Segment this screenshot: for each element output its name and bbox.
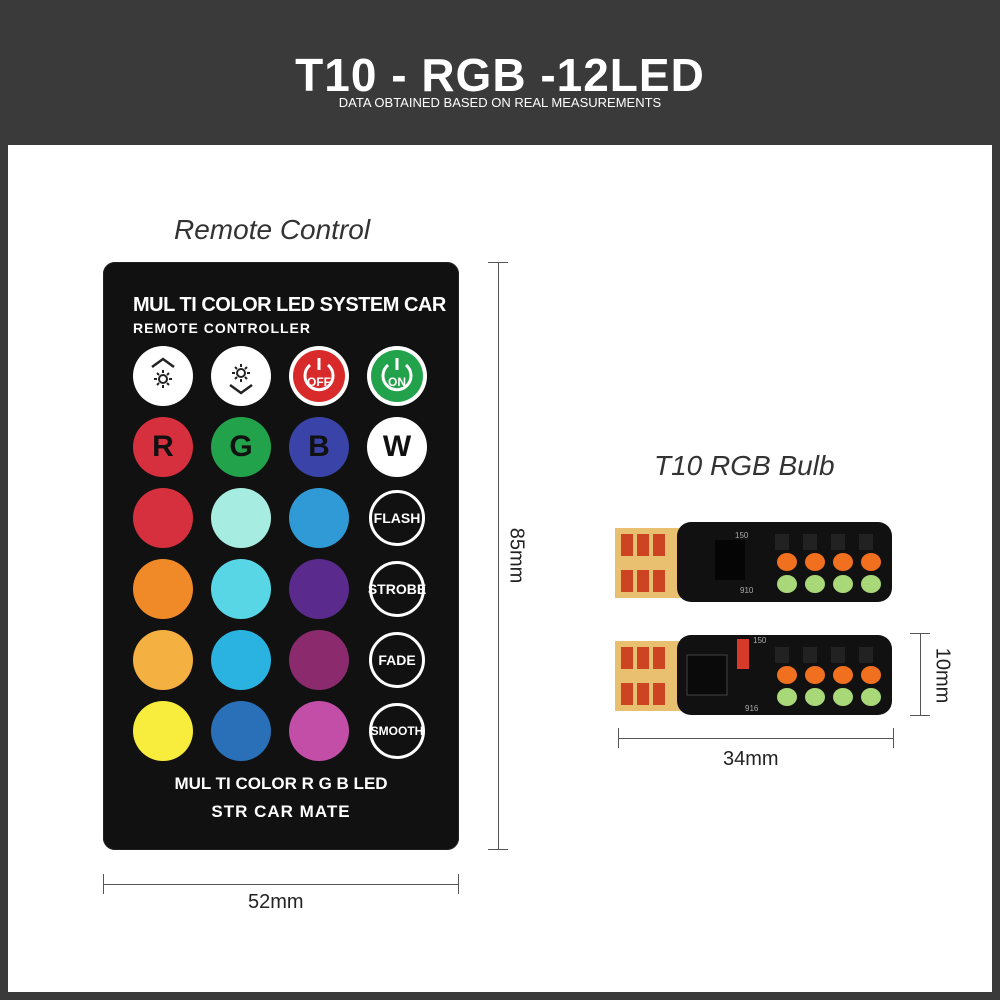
- page-subtitle: DATA OBTAINED BASED ON REAL MEASUREMENTS: [338, 95, 662, 110]
- bulb-length-tick-right: [893, 728, 894, 748]
- remote-height-label: 85mm: [505, 527, 528, 584]
- bulb-chip-label-4: 916: [745, 704, 759, 713]
- page-title: T10 - RGB -12LED: [295, 49, 705, 101]
- remote-width-dimension-line: [103, 884, 459, 885]
- brightness-up-icon: [151, 357, 175, 388]
- bulb-length-label: 34mm: [723, 748, 779, 770]
- remote-heading-line2: REMOTE CONTROLLER: [133, 320, 311, 336]
- power-off-label: OFF: [307, 375, 331, 389]
- bulb-chip-label-2: 910: [740, 586, 754, 595]
- power-on-icon: ON: [371, 350, 423, 402]
- bulb-chip-label-1: 150: [735, 531, 749, 540]
- remote-width-label: 52mm: [248, 891, 304, 913]
- remote-height-tick-bottom: [488, 849, 508, 850]
- remote-caption: Remote Control: [174, 214, 371, 245]
- bulb-diameter-label: 10mm: [931, 647, 954, 704]
- red-button[interactable]: R: [133, 417, 193, 477]
- remote-width-tick-left: [103, 874, 104, 894]
- fade-button[interactable]: FADE: [369, 632, 425, 688]
- bulb-diameter-dimension-line: [920, 633, 921, 716]
- color-button-11[interactable]: [211, 701, 271, 761]
- flash-button[interactable]: FLASH: [369, 490, 425, 546]
- bulb-image-bottom: 916 150: [615, 635, 892, 715]
- brightness-down-button[interactable]: [211, 346, 271, 406]
- brightness-down-icon: [229, 364, 253, 395]
- power-on-button[interactable]: ON: [367, 346, 427, 406]
- color-button-5[interactable]: [211, 559, 271, 619]
- remote-control: MUL TI COLOR LED SYSTEM CAR REMOTE CONTR…: [103, 262, 459, 850]
- power-off-button[interactable]: OFF: [289, 346, 349, 406]
- green-button[interactable]: G: [211, 417, 271, 477]
- color-button-6[interactable]: [289, 559, 349, 619]
- color-button-2[interactable]: [211, 488, 271, 548]
- brightness-up-button[interactable]: [133, 346, 193, 406]
- remote-footer-line1: MUL TI COLOR R G B LED: [174, 774, 388, 793]
- color-button-9[interactable]: [289, 630, 349, 690]
- remote-footer-line2: STR CAR MATE: [211, 802, 351, 821]
- color-button-8[interactable]: [211, 630, 271, 690]
- bulb-diameter-tick-bottom: [910, 715, 930, 716]
- remote-height-tick-top: [488, 262, 508, 263]
- smooth-button[interactable]: SMOOTH: [369, 703, 425, 759]
- bulb-length-tick-left: [618, 728, 619, 748]
- bulb-image-top: 150 910: [615, 522, 892, 602]
- blue-button[interactable]: B: [289, 417, 349, 477]
- power-on-label: ON: [388, 375, 406, 389]
- color-button-3[interactable]: [289, 488, 349, 548]
- header-bar: T10 - RGB -12LED DATA OBTAINED BASED ON …: [0, 0, 1000, 145]
- bulb-caption: T10 RGB Bulb: [654, 450, 835, 481]
- white-button[interactable]: W: [367, 417, 427, 477]
- color-button-1[interactable]: [133, 488, 193, 548]
- power-off-icon: OFF: [293, 350, 345, 402]
- bulb-diameter-tick-top: [910, 633, 930, 634]
- color-button-12[interactable]: [289, 701, 349, 761]
- remote-heading-line1: MUL TI COLOR LED SYSTEM CAR: [133, 294, 446, 316]
- strobe-button[interactable]: STROBE: [368, 561, 426, 617]
- remote-width-tick-right: [458, 874, 459, 894]
- remote-height-dimension-line: [498, 262, 499, 850]
- color-button-7[interactable]: [133, 630, 193, 690]
- bulb-chip-label-3: 150: [753, 636, 767, 645]
- color-button-4[interactable]: [133, 559, 193, 619]
- color-button-10[interactable]: [133, 701, 193, 761]
- bulb-length-dimension-line: [618, 738, 894, 739]
